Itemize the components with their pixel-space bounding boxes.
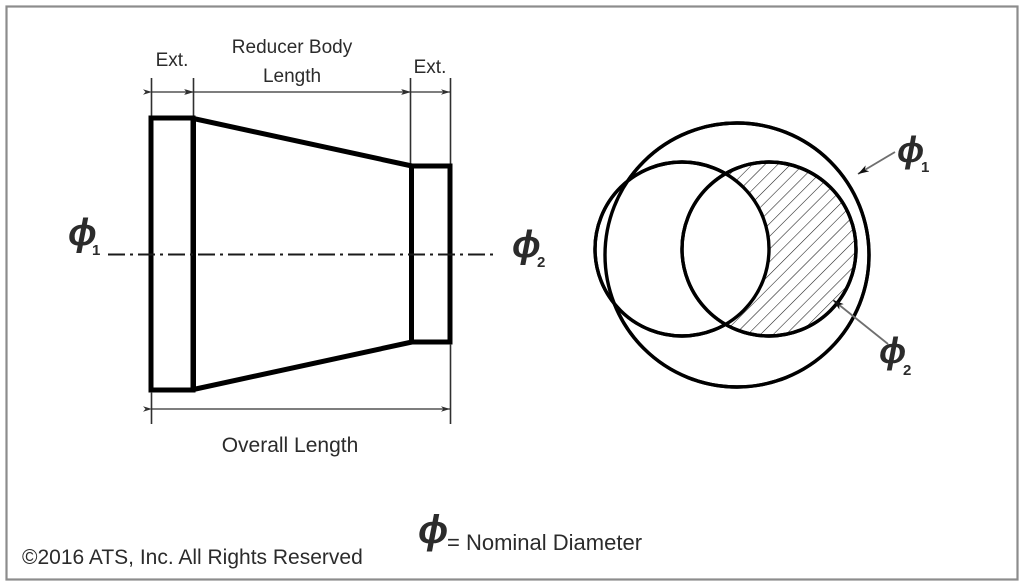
end-phi-1-symbol: ϕ bbox=[897, 129, 924, 170]
leader-phi-2 bbox=[832, 299, 889, 345]
label-reducer-body-line2: Length bbox=[263, 66, 321, 87]
side-phi-1-label: ϕ 1 bbox=[68, 212, 100, 259]
outer-circle-edge bbox=[603, 121, 871, 389]
label-ext-right: Ext. bbox=[414, 57, 447, 78]
label-reducer-body-line1: Reducer Body bbox=[232, 37, 353, 58]
side-phi-1-subscript: 1 bbox=[92, 242, 100, 259]
label-ext-left: Ext. bbox=[156, 50, 189, 71]
end-view: ϕ 1 ϕ 2 bbox=[593, 120, 929, 400]
phi-2-circle-edge bbox=[680, 160, 858, 338]
copyright-notice: ©2016 ATS, Inc. All Rights Reserved bbox=[22, 546, 363, 569]
inner-bore-circle-edge bbox=[593, 160, 771, 338]
side-phi-2-symbol: ϕ bbox=[512, 224, 541, 266]
end-phi-2-label: ϕ 2 bbox=[879, 330, 911, 379]
cone-taper-bottom bbox=[190, 339, 413, 393]
cone-taper-top bbox=[190, 115, 413, 169]
side-phi-2-subscript: 2 bbox=[537, 254, 545, 271]
dim-overall-length bbox=[143, 344, 452, 424]
label-overall-length: Overall Length bbox=[222, 434, 359, 457]
legend: ϕ = Nominal Diameter bbox=[418, 508, 642, 555]
legend-text: = Nominal Diameter bbox=[447, 530, 642, 555]
end-phi-2-subscript: 2 bbox=[903, 362, 911, 379]
side-phi-2-label: ϕ 2 bbox=[512, 224, 545, 271]
leader-phi-1 bbox=[857, 151, 896, 175]
end-phi-1-subscript: 1 bbox=[921, 159, 929, 176]
end-phi-1-label: ϕ 1 bbox=[897, 129, 929, 176]
legend-phi-symbol: ϕ bbox=[418, 508, 448, 552]
side-view: Ext. Reducer Body Length Ext. ϕ 1 ϕ 2 bbox=[68, 37, 545, 457]
end-phi-2-symbol: ϕ bbox=[879, 330, 906, 371]
drawing-border bbox=[5, 5, 1019, 581]
side-phi-1-symbol: ϕ bbox=[68, 212, 97, 254]
